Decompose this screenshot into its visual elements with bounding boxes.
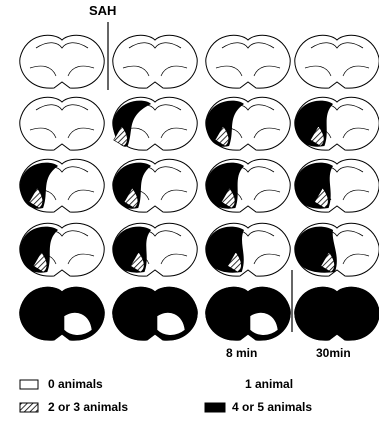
- legend-swatch-solid: [205, 403, 225, 412]
- brain-section-1: [20, 35, 104, 88]
- legend-label-4-5-animals: 4 or 5 animals: [232, 400, 312, 414]
- legend-swatch-hatched: [20, 403, 38, 412]
- lesion-solid: [113, 287, 197, 340]
- time-label-30min: 30min: [316, 346, 351, 360]
- brain-section-2: [113, 35, 197, 88]
- lesion-solid: [206, 287, 290, 340]
- sah-label: SAH: [89, 3, 116, 18]
- lesion-solid: [20, 287, 104, 340]
- brain-section-5: [20, 97, 104, 150]
- brain-section-4: [295, 35, 379, 88]
- lesion-solid: [295, 287, 379, 340]
- legend-label-2-3-animals: 2 or 3 animals: [48, 400, 128, 414]
- legend-swatch-empty: [20, 380, 38, 389]
- legend-label-1-animal: 1 animal: [245, 377, 293, 391]
- time-label-8min: 8 min: [226, 346, 257, 360]
- legend-label-0-animals: 0 animals: [48, 377, 103, 391]
- brain-section-3: [206, 35, 290, 88]
